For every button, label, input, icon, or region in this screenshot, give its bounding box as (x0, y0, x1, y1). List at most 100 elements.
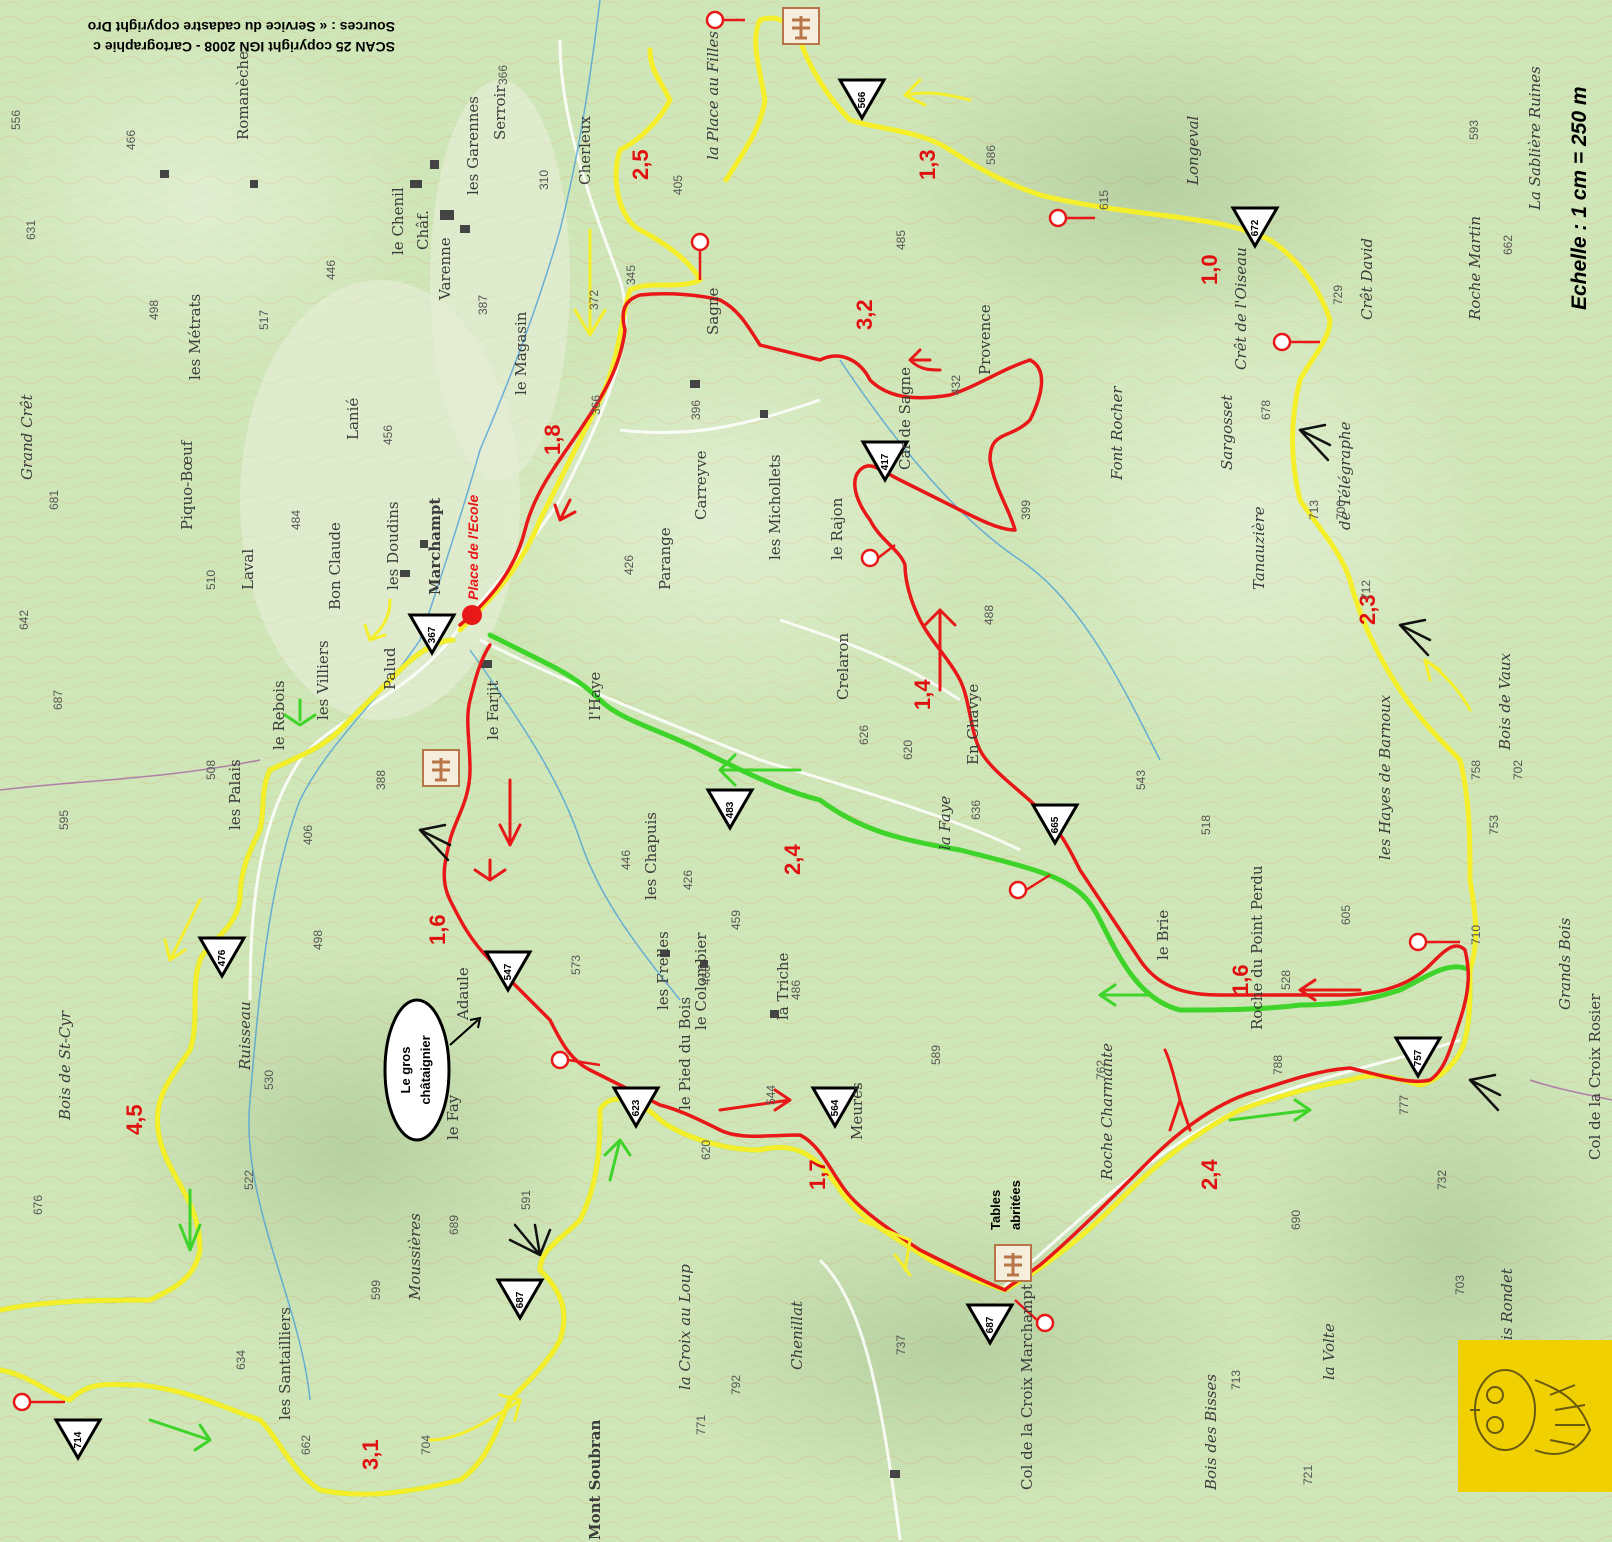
place-name: Col de la Croix Marchampt (1018, 1284, 1036, 1490)
distance-label: 3,2 (852, 299, 877, 330)
altitude-label: 388 (374, 770, 388, 790)
place-name: l'Haye (586, 672, 604, 720)
distance-label: 1,3 (915, 149, 940, 180)
shelter-label: Tables abritées (988, 1180, 1023, 1230)
place-name: Mont Soubran (586, 1419, 604, 1540)
place-name: les Michollets (766, 454, 784, 560)
altitude-label: 589 (929, 1045, 943, 1065)
altitude-label: 484 (289, 510, 303, 530)
red-dot-icon (462, 605, 482, 625)
shelter-label-line1: Tables (988, 1190, 1003, 1230)
place-name: le Pied du Bois (676, 997, 694, 1110)
altitude-label: 366 (589, 395, 603, 415)
place-name: les Santailliers (276, 1307, 294, 1420)
altitude-label: 732 (1435, 1170, 1449, 1190)
place-name: Moussières (406, 1213, 424, 1301)
altitude-label: 518 (1199, 815, 1213, 835)
altitude-label: 753 (1487, 815, 1501, 835)
altitude-label: 446 (619, 850, 633, 870)
chestnut-label-line1: Le gros (398, 1047, 413, 1094)
distance-label: 1,8 (540, 424, 565, 455)
altitude-label: 573 (569, 955, 583, 975)
place-name: Car de Sagne (896, 367, 914, 470)
place-name: Font Rocher (1108, 386, 1126, 481)
place-name: Grand Crêt (18, 393, 36, 480)
place-name: le Brie (1154, 910, 1172, 960)
altitude-label: 488 (982, 605, 996, 625)
place-name: Marchampt (426, 498, 444, 595)
altitude-label: 498 (311, 930, 325, 950)
altitude-label: 543 (1134, 770, 1148, 790)
altitude-label: 605 (1339, 905, 1353, 925)
place-name: le Rajon (828, 497, 846, 560)
altitude-label: 681 (47, 490, 61, 510)
altitude-label: 310 (537, 170, 551, 190)
altitude-label: 762 (1094, 1060, 1108, 1080)
summit-altitude: 547 (503, 963, 514, 980)
altitude-label: 485 (894, 230, 908, 250)
distance-label: 2,5 (628, 149, 653, 180)
place-name: Longeval (1184, 115, 1202, 186)
picnic-table-icon (422, 749, 460, 787)
altitude-label: 792 (729, 1375, 743, 1395)
altitude-label: 704 (419, 1435, 433, 1455)
place-name: le Rebois (270, 680, 288, 750)
altitude-label: 687 (51, 690, 65, 710)
place-name: Romanèche (234, 51, 252, 140)
place-name: La Sablière Ruines (1526, 66, 1544, 211)
altitude-label: 721 (1301, 1465, 1315, 1485)
summit-altitude: 623 (631, 1099, 642, 1116)
direction-arrows (148, 78, 1472, 1452)
owl-logo-icon (1458, 1340, 1612, 1492)
altitude-label: 486 (789, 980, 803, 1000)
place-name: la Volte (1320, 1323, 1338, 1380)
place-name: Roche du Point Perdu (1248, 865, 1266, 1030)
picnic-table-icon (782, 7, 820, 45)
place-name: Sagne (704, 288, 722, 335)
altitude-label: 366 (496, 65, 510, 85)
altitude-label: 466 (124, 130, 138, 150)
distance-label: 1,7 (805, 1159, 830, 1190)
altitude-label: 406 (301, 825, 315, 845)
place-name: Carreyve (692, 450, 710, 520)
picnic-table-icon (994, 1244, 1032, 1282)
altitude-label: 700 (1334, 500, 1348, 520)
altitude-label: 530 (262, 1070, 276, 1090)
chestnut-callout: Le gros châtaignier (383, 998, 482, 1142)
altitude-label: 522 (242, 1170, 256, 1190)
altitude-label: 777 (1397, 1095, 1411, 1115)
viewpoint-flag-icons (12, 10, 1460, 1412)
altitude-label: 713 (1307, 500, 1321, 520)
altitude-label: 690 (1289, 1210, 1303, 1230)
altitude-label: 498 (147, 300, 161, 320)
place-name: Crêt de l'Oiseau (1232, 247, 1250, 370)
distance-label: 1,0 (1197, 254, 1222, 285)
place-name: les Métrats (186, 294, 204, 380)
altitude-label: 595 (57, 810, 71, 830)
altitude-labels: 556 466 631 498 681 517 446 456 484 510 … (9, 65, 1525, 1485)
distance-labels: 2,5 1,3 1,0 3,2 1,8 2,3 1,4 2,4 1,6 1,6 … (122, 149, 1380, 1470)
altitude-label: 737 (894, 1335, 908, 1355)
place-name: la Place au Filles (704, 31, 722, 160)
altitude-label: 396 (689, 400, 703, 420)
place-name: Lanié (344, 398, 362, 440)
place-name: les Garennes (464, 96, 482, 195)
buildings (160, 160, 900, 1478)
place-name: Roche Martin (1466, 216, 1484, 321)
place-name: Provence (976, 304, 994, 375)
place-name: la Croix au Loup (676, 1264, 694, 1390)
altitude-label: 426 (622, 555, 636, 575)
sources-credit: Sources : « Service du cadastre copyrigh… (88, 19, 395, 55)
summit-altitude: 714 (73, 1431, 84, 1448)
altitude-label: 456 (381, 425, 395, 445)
altitude-label: 771 (694, 1415, 708, 1435)
altitude-label: 702 (1511, 760, 1525, 780)
crossroad-arrow-icons (418, 423, 1502, 1257)
place-name: Palud (381, 647, 399, 690)
place-name: Varenne (436, 237, 454, 301)
distance-label: 2,3 (1355, 594, 1380, 625)
altitude-label: 642 (17, 610, 31, 630)
streams (248, 0, 1161, 1401)
place-name: le Chenil (389, 187, 407, 255)
distance-label: 1,6 (425, 914, 450, 945)
